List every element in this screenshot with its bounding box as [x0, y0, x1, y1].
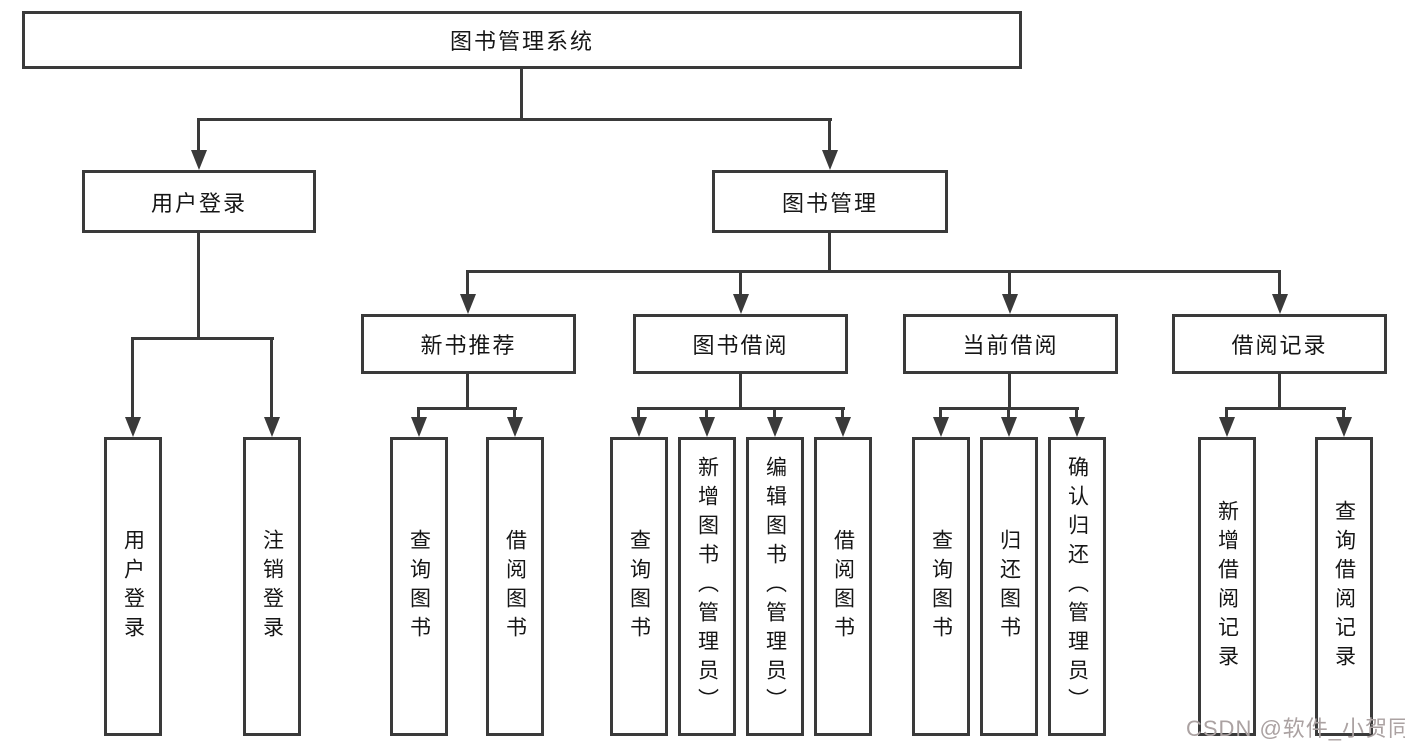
- connector-line: [197, 118, 200, 154]
- node-current-borrowing: 当前借阅: [903, 314, 1118, 374]
- leaf-add-books-admin: 新增图书（管理员）: [678, 437, 736, 736]
- connector-arrow-down: [767, 417, 783, 437]
- connector-line: [1007, 407, 1010, 421]
- connector-line: [1278, 374, 1281, 410]
- connector-line: [513, 407, 516, 421]
- connector-line: [637, 407, 845, 410]
- connector-arrow-down: [699, 417, 715, 437]
- connector-line: [739, 270, 742, 298]
- connector-line: [841, 407, 844, 421]
- connector-line: [270, 337, 273, 421]
- connector-line: [1342, 407, 1345, 421]
- connector-arrow-down: [460, 294, 476, 314]
- connector-line: [197, 233, 200, 340]
- node-borrowing-records: 借阅记录: [1172, 314, 1387, 374]
- watermark: CSDN @软件_小贺同学: [1186, 716, 1405, 741]
- connector-line: [637, 407, 640, 421]
- leaf-add-borrow-record: 新增借阅记录: [1198, 437, 1256, 736]
- leaf-query-borrow-record: 查询借阅记录: [1315, 437, 1373, 736]
- connector-line: [1075, 407, 1078, 421]
- leaf-borrow-books-recommend: 借阅图书: [486, 437, 544, 736]
- connector-line: [705, 407, 708, 421]
- connector-line: [466, 270, 1281, 273]
- connector-line: [417, 407, 517, 410]
- leaf-return-books: 归还图书: [980, 437, 1038, 736]
- leaf-query-books-recommend: 查询图书: [390, 437, 448, 736]
- connector-line: [739, 374, 742, 410]
- connector-arrow-down: [733, 294, 749, 314]
- leaf-edit-books-admin: 编辑图书（管理员）: [746, 437, 804, 736]
- connector-arrow-down: [835, 417, 851, 437]
- connector-arrow-down: [1001, 417, 1017, 437]
- connector-arrow-down: [411, 417, 427, 437]
- connector-arrow-down: [125, 417, 141, 437]
- leaf-query-books-current: 查询图书: [912, 437, 970, 736]
- node-book-borrowing: 图书借阅: [633, 314, 848, 374]
- connector-arrow-down: [1002, 294, 1018, 314]
- connector-arrow-down: [264, 417, 280, 437]
- leaf-logout: 注销登录: [243, 437, 301, 736]
- connector-line: [828, 233, 831, 273]
- leaf-confirm-return-admin: 确认归还（管理员）: [1048, 437, 1106, 736]
- connector-line: [1225, 407, 1228, 421]
- connector-arrow-down: [631, 417, 647, 437]
- node-user-login: 用户登录: [82, 170, 316, 233]
- leaf-user-login: 用户登录: [104, 437, 162, 736]
- connector-line: [131, 337, 274, 340]
- connector-arrow-down: [1336, 417, 1352, 437]
- leaf-query-books-borrowing: 查询图书: [610, 437, 668, 736]
- connector-line: [520, 68, 523, 120]
- connector-line: [1225, 407, 1346, 410]
- connector-line: [131, 337, 134, 421]
- connector-arrow-down: [1219, 417, 1235, 437]
- connector-line: [773, 407, 776, 421]
- connector-arrow-down: [822, 150, 838, 170]
- node-library-system: 图书管理系统: [22, 11, 1022, 69]
- connector-line: [1008, 270, 1011, 298]
- connector-arrow-down: [1272, 294, 1288, 314]
- connector-arrow-down: [507, 417, 523, 437]
- connector-line: [466, 270, 469, 298]
- connector-arrow-down: [1069, 417, 1085, 437]
- connector-line: [1278, 270, 1281, 298]
- connector-line: [1008, 374, 1011, 410]
- connector-line: [939, 407, 942, 421]
- node-book-management: 图书管理: [712, 170, 948, 233]
- connector-arrow-down: [191, 150, 207, 170]
- connector-line: [417, 407, 420, 421]
- leaf-borrow-books-borrowing: 借阅图书: [814, 437, 872, 736]
- connector-line: [197, 118, 832, 121]
- connector-line: [828, 118, 831, 154]
- connector-arrow-down: [933, 417, 949, 437]
- connector-line: [466, 374, 469, 410]
- node-new-book-recommend: 新书推荐: [361, 314, 576, 374]
